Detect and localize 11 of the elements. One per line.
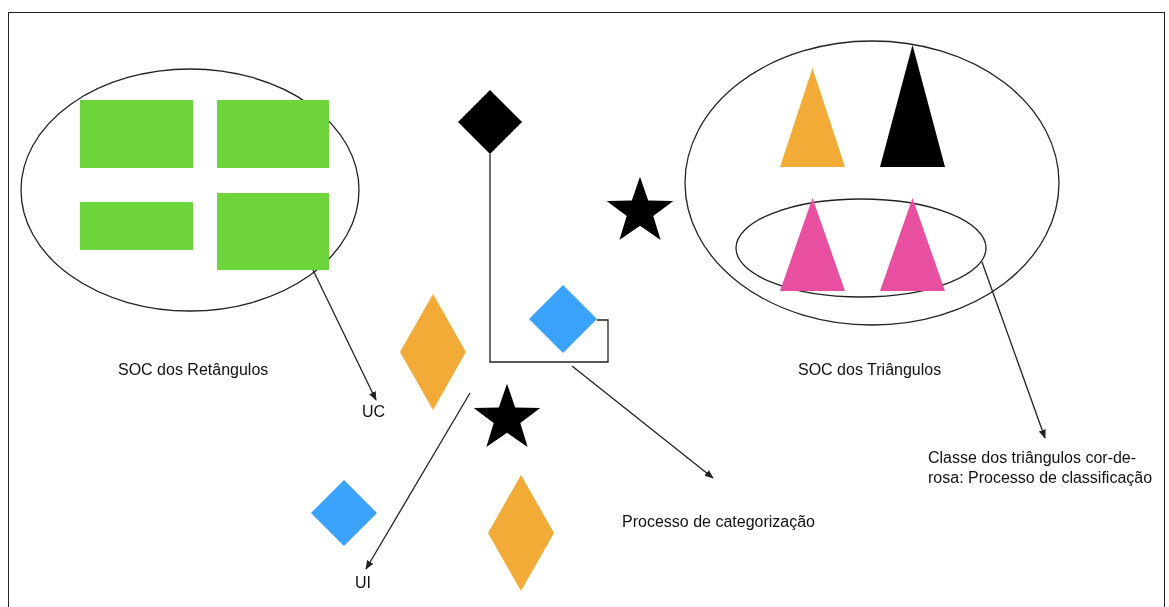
annotation-text: UC bbox=[362, 402, 387, 422]
annotation-text: UI bbox=[355, 573, 372, 593]
connector-line bbox=[489, 153, 609, 363]
annotation-text: Classe dos triângulos cor-de-rosa: Processo de classificação bbox=[928, 448, 1154, 488]
leader-arrow bbox=[981, 261, 1046, 439]
group-label: SOC dos Retângulos bbox=[118, 360, 269, 380]
leader-arrow bbox=[312, 269, 377, 401]
annotation-text: Processo de categorização bbox=[622, 512, 816, 532]
leader-arrow bbox=[571, 365, 714, 479]
group-label: SOC dos Triângulos bbox=[798, 360, 942, 380]
leader-arrow bbox=[365, 392, 471, 570]
